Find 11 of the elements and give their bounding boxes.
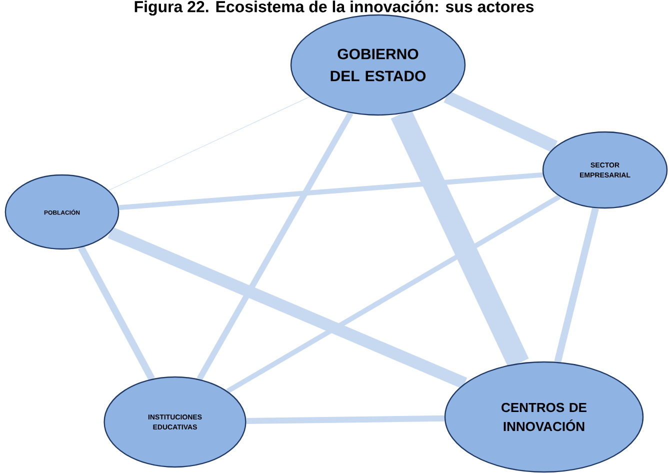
connector-line	[196, 112, 354, 381]
connector-line	[118, 172, 544, 210]
connector-line	[78, 246, 155, 381]
connector-line	[444, 90, 558, 153]
connector-line	[108, 226, 468, 389]
figure-title: Figura 22. Ecosistema de la innovación: sus actores	[134, 0, 534, 16]
connector-line	[246, 415, 444, 424]
connector-line	[226, 194, 561, 394]
connector-line	[390, 109, 529, 368]
connector-line	[108, 96, 310, 191]
connector-line	[554, 207, 599, 363]
